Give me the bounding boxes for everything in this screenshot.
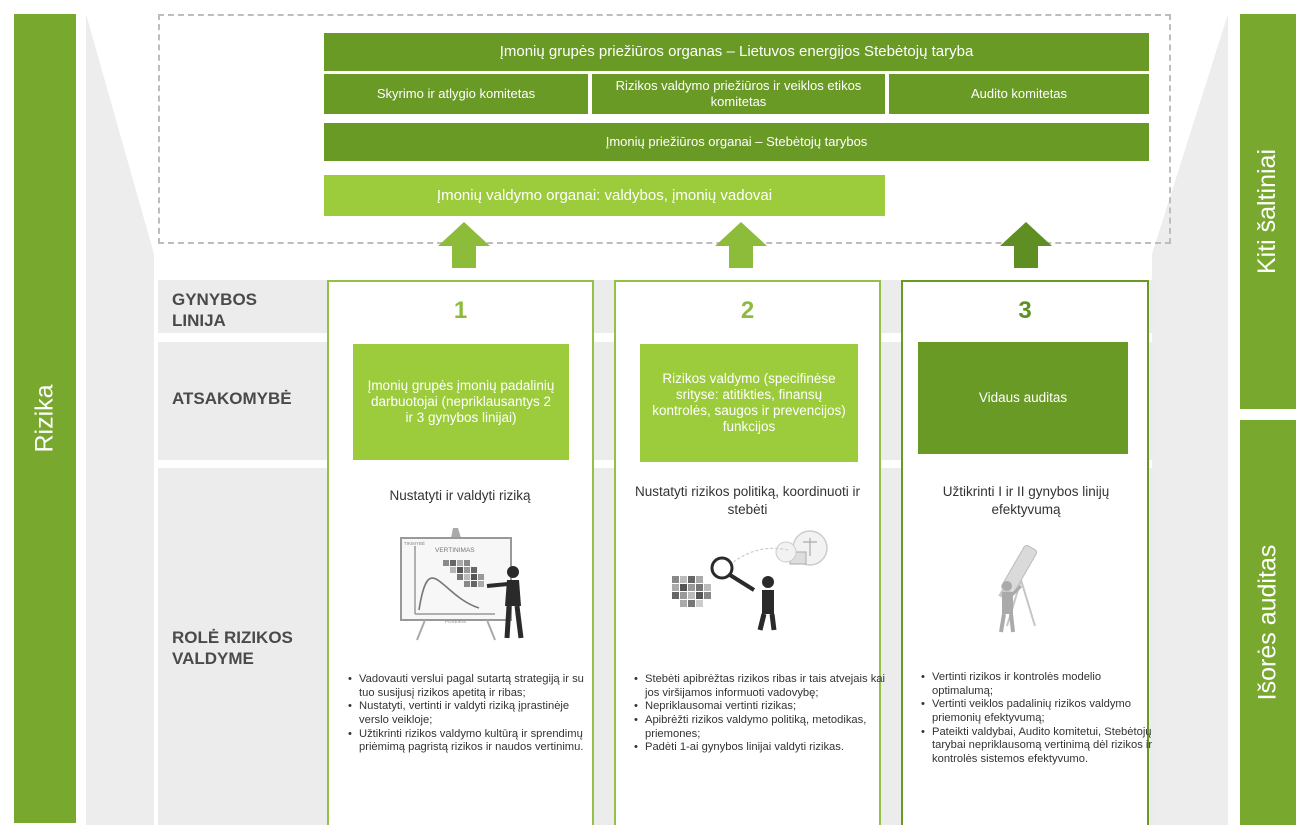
governance-area bbox=[158, 14, 1171, 244]
role-bullet-list: Stebėti apibrėžtas rizikos ribas ir tais… bbox=[633, 673, 885, 755]
responsibility-text: Įmonių grupės įmonių padalinių darbuotoj… bbox=[367, 377, 555, 426]
responsibility-box: Vidaus auditas bbox=[918, 342, 1128, 454]
role-description: Nustatyti rizikos politiką, koordinuoti … bbox=[634, 484, 861, 517]
management-bodies-label: Įmonių valdymo organai: valdybos, įmonių… bbox=[436, 186, 773, 204]
role-bullet-list: Vadovauti verslui pagal sutartą strategi… bbox=[347, 673, 599, 755]
responsibility-box: Įmonių grupės įmonių padalinių darbuotoj… bbox=[353, 344, 569, 460]
company-supervisory-boards: Įmonių priežiūros organai – Stebėtojų ta… bbox=[324, 123, 1149, 161]
arrow-up-icon bbox=[438, 222, 490, 268]
risk-sidebar: Rizika bbox=[14, 14, 76, 823]
line-number: 2 bbox=[740, 297, 755, 324]
committee-audit-label: Audito komitetas bbox=[970, 86, 1068, 102]
left-funnel-shape bbox=[86, 14, 154, 825]
list-item: Vadovauti verslui pagal sutartą strategi… bbox=[348, 673, 599, 700]
other-sources-sidebar: Kiti šaltiniai bbox=[1240, 14, 1296, 409]
chart-title-text: VERTINIMAS bbox=[435, 547, 475, 554]
other-sources-label: Kiti šaltiniai bbox=[1253, 148, 1282, 275]
list-item: Užtikrinti rizikos valdymo kultūrą ir sp… bbox=[348, 728, 599, 755]
list-item: Stebėti apibrėžtas rizikos ribas ir tais… bbox=[634, 673, 885, 700]
list-item: Nustatyti, vertinti ir valdyti riziką įp… bbox=[348, 700, 599, 727]
magnifier-person-icon bbox=[672, 530, 828, 631]
chart-y-label-text: TIKIMYBĖ bbox=[404, 540, 425, 546]
row-label-defense-line: GYNYBOS LINIJA bbox=[172, 290, 258, 331]
list-item: Pateikti valdybai, Audito komitetui, Ste… bbox=[921, 726, 1154, 767]
committee-nomination-label: Skyrimo ir atlygio komitetas bbox=[376, 86, 536, 102]
arrow-up-icon bbox=[1000, 222, 1052, 268]
presenter-chart-icon: VERTINIMAS TIKIMYBĖ POVEIKIS bbox=[400, 528, 524, 641]
risk-label: Rizika bbox=[30, 384, 59, 453]
list-item: Nepriklausomai vertinti rizikas; bbox=[634, 700, 885, 714]
committee-risk-ethics-label: Rizikos valdymo priežiūros ir veiklos et… bbox=[615, 78, 862, 109]
role-description: Užtikrinti I ir II gynybos linijų efekty… bbox=[942, 484, 1110, 517]
responsibility-box: Rizikos valdymo (specifinėse srityse: at… bbox=[640, 344, 858, 462]
committee-audit: Audito komitetas bbox=[889, 74, 1149, 114]
arrow-up-icon bbox=[715, 222, 767, 268]
telescope-person-icon bbox=[998, 544, 1038, 633]
row-label-responsibility: ATSAKOMYBĖ bbox=[172, 389, 292, 408]
committee-risk-ethics: Rizikos valdymo priežiūros ir veiklos et… bbox=[592, 74, 885, 114]
chart-x-label-text: POVEIKIS bbox=[445, 619, 466, 624]
committee-nomination: Skyrimo ir atlygio komitetas bbox=[324, 74, 588, 114]
role-description: Nustatyti ir valdyti riziką bbox=[389, 488, 531, 503]
external-audit-label: Išorės auditas bbox=[1253, 544, 1282, 701]
list-item: Apibrėžti rizikos valdymo politiką, meto… bbox=[634, 714, 885, 741]
responsibility-text: Rizikos valdymo (specifinėse srityse: at… bbox=[652, 370, 846, 435]
right-funnel-shape bbox=[1152, 14, 1228, 825]
list-item: Vertinti rizikos ir kontrolės modelio op… bbox=[921, 671, 1154, 698]
group-supervisory-board: Įmonių grupės priežiūros organas – Lietu… bbox=[324, 33, 1149, 71]
role-bullet-list: Vertinti rizikos ir kontrolės modelio op… bbox=[920, 671, 1154, 767]
list-item: Vertinti veiklos padalinių rizikos valdy… bbox=[921, 698, 1154, 725]
list-item: Padėti 1-ai gynybos linijai valdyti rizi… bbox=[634, 741, 885, 755]
responsibility-text: Vidaus auditas bbox=[978, 389, 1068, 405]
management-bodies: Įmonių valdymo organai: valdybos, įmonių… bbox=[324, 175, 885, 216]
line-number: 1 bbox=[453, 297, 468, 324]
external-audit-sidebar: Išorės auditas bbox=[1240, 420, 1296, 825]
group-supervisory-board-label: Įmonių grupės priežiūros organas – Lietu… bbox=[499, 43, 974, 60]
row-label-role: ROLĖ RIZIKOS VALDYME bbox=[172, 628, 293, 669]
company-supervisory-boards-label: Įmonių priežiūros organai – Stebėtojų ta… bbox=[605, 134, 868, 150]
line-number: 3 bbox=[1018, 297, 1032, 324]
